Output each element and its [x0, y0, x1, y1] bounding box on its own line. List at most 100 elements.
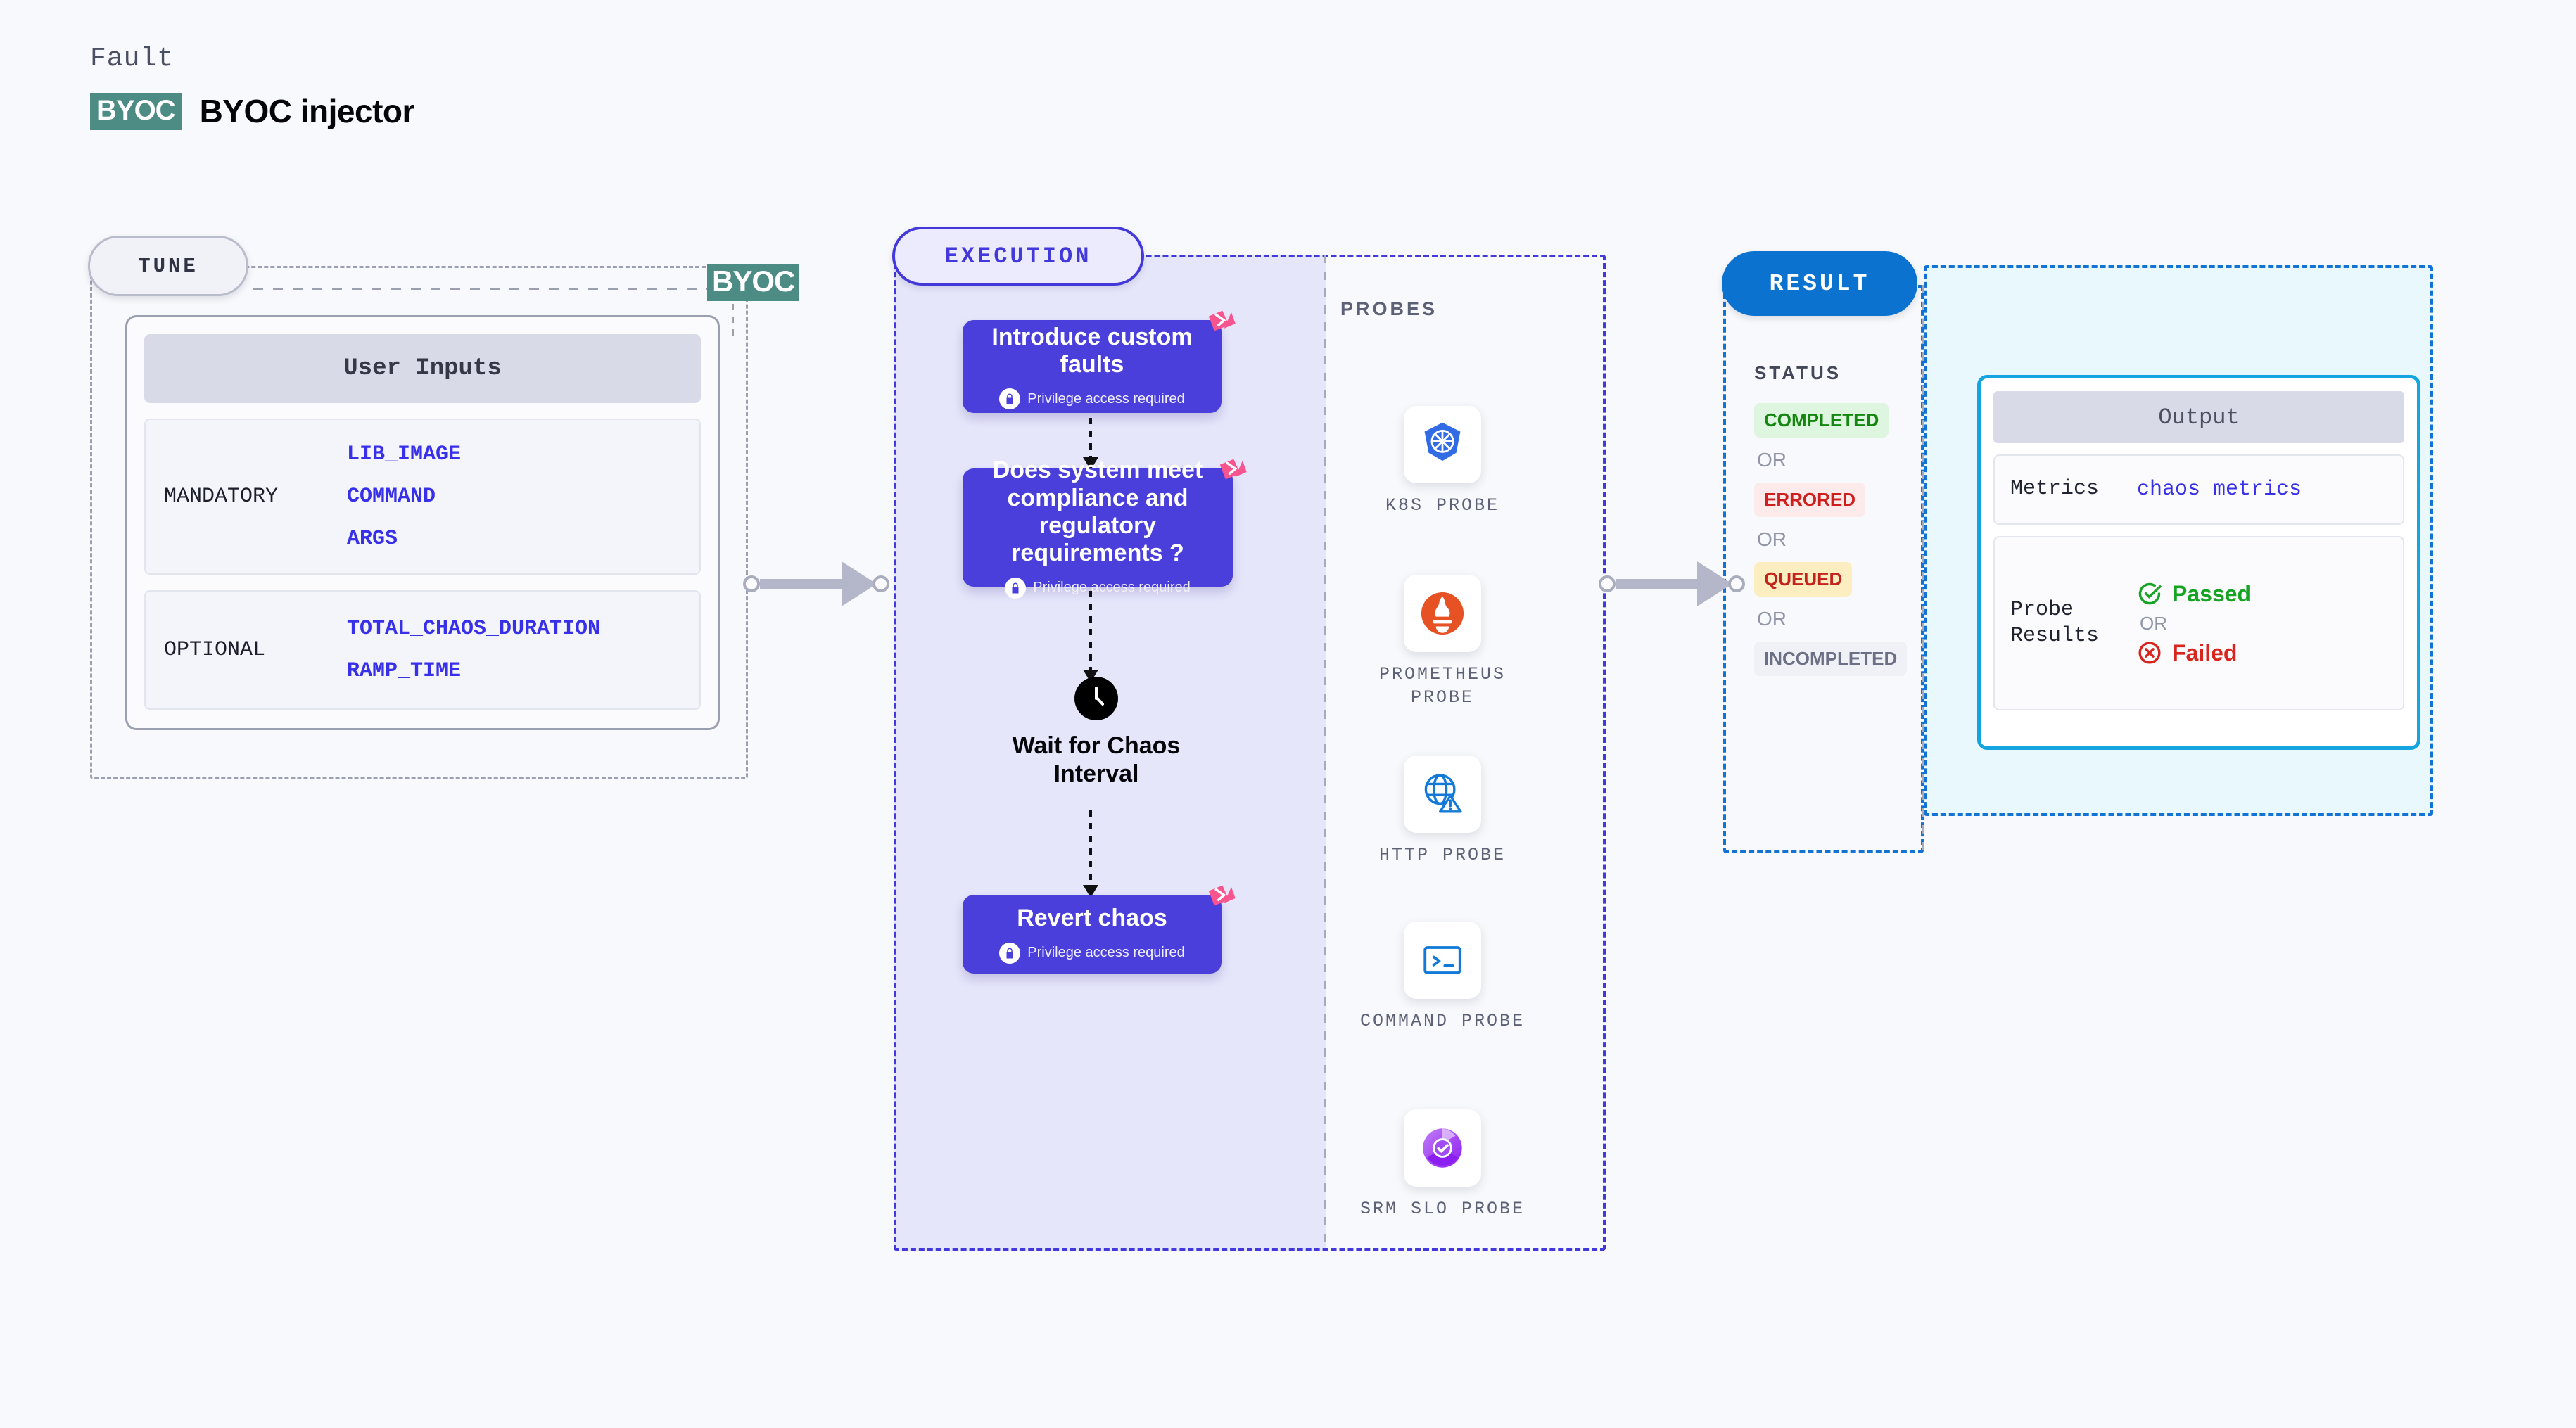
- byoc-badge: BYOC: [90, 92, 182, 130]
- flow-card-title: Introduce custom faults: [991, 323, 1193, 378]
- status-or-3: OR: [1757, 608, 1787, 630]
- optional-label: OPTIONAL: [164, 638, 266, 662]
- connector-start-dot: [743, 575, 760, 592]
- user-inputs-card: User Inputs MANDATORY LIB_IMAGE COMMAND …: [125, 315, 720, 730]
- lock-icon: [999, 942, 1021, 964]
- probe-results-key-label: Probe Results: [2010, 597, 2100, 649]
- user-inputs-title: User Inputs: [144, 334, 701, 403]
- flow-arrow-2: [1083, 591, 1098, 682]
- page-header: Fault BYOC BYOC injector: [90, 44, 414, 130]
- harness-marker-icon: [1205, 307, 1237, 343]
- execution-probes-divider: [1324, 255, 1326, 1251]
- probe-item-command[interactable]: COMMAND PROBE: [1351, 922, 1534, 1033]
- optional-params-block: OPTIONAL TOTAL_CHAOS_DURATION RAMP_TIME: [144, 590, 701, 710]
- probe-item-http[interactable]: HTTP PROBE: [1351, 756, 1534, 867]
- flow-card-revert-chaos[interactable]: Revert chaos Privilege access required: [963, 885, 1236, 974]
- execution-dashed-border: [894, 255, 1606, 1251]
- privilege-note: Privilege access required: [1005, 577, 1191, 599]
- byoc-connector-stem: [732, 304, 734, 336]
- status-section-title: STATUS: [1754, 362, 1842, 383]
- wait-for-chaos-interval-node: Wait for Chaos Interval: [998, 677, 1195, 788]
- output-card: Output Metrics chaos metrics Probe Resul…: [1977, 375, 2420, 750]
- tune-stage: TUNE User Inputs MANDATORY LIB_IMAGE COM…: [88, 236, 748, 779]
- tune-top-dashed-line: [253, 288, 707, 290]
- lock-icon: [999, 388, 1021, 410]
- probe-result-passed: Passed: [2137, 581, 2251, 607]
- probe-item-k8s[interactable]: K8S PROBE: [1351, 406, 1534, 518]
- status-badge-completed: COMPLETED: [1754, 403, 1889, 438]
- output-card-title: Output: [1993, 391, 2404, 443]
- status-badge-queued: QUEUED: [1754, 562, 1853, 597]
- privilege-note-label: Privilege access required: [1027, 945, 1185, 961]
- status-or-1: OR: [1757, 449, 1787, 471]
- status-badge-incompleted: INCOMPLETED: [1754, 642, 1908, 676]
- connector-arrowhead: [842, 561, 877, 606]
- flow-card-compliance-check[interactable]: Does system meet compliance and regulato…: [963, 457, 1247, 599]
- passed-label: Passed: [2172, 580, 2252, 606]
- output-row-probe-results: Probe Results Passed OR Failed: [1993, 536, 2404, 710]
- probes-section-title: PROBES: [1340, 298, 1438, 319]
- probe-result-failed: Failed: [2137, 640, 2251, 666]
- probe-label: SRM SLO PROBE: [1359, 1199, 1525, 1219]
- connector-execution-to-result: [1599, 559, 1750, 608]
- connector-shaft: [760, 579, 843, 589]
- probe-item-srm-slo[interactable]: SRM SLO PROBE: [1351, 1109, 1534, 1221]
- param-ramp-time[interactable]: RAMP_TIME: [347, 659, 462, 683]
- result-stage-pill[interactable]: RESULT: [1722, 251, 1917, 316]
- connector-tune-to-execution: [743, 559, 894, 608]
- metrics-value[interactable]: chaos metrics: [2137, 478, 2302, 502]
- result-inner-divider: [1922, 285, 1924, 853]
- http-globe-icon: [1404, 756, 1481, 833]
- param-lib-image[interactable]: LIB_IMAGE: [347, 442, 462, 466]
- byoc-line-badge: BYOC: [707, 264, 800, 301]
- probe-result-or: OR: [2140, 612, 2167, 634]
- connector-start-dot: [1599, 575, 1616, 592]
- execution-flow-background: [894, 255, 1326, 1251]
- connector-end-dot: [1728, 575, 1745, 592]
- execution-stage-pill[interactable]: EXECUTION: [892, 227, 1144, 286]
- flow-arrow-3: [1083, 810, 1098, 898]
- connector-end-dot: [873, 575, 889, 592]
- flow-card-title: Does system meet compliance and regulato…: [992, 457, 1203, 567]
- clock-icon: [1074, 677, 1118, 720]
- probe-item-prometheus[interactable]: PROMETHEUS PROBE: [1351, 575, 1534, 709]
- param-total-chaos-duration[interactable]: TOTAL_CHAOS_DURATION: [347, 617, 601, 641]
- x-circle-icon: [2138, 642, 2161, 664]
- flow-arrow-1: [1083, 418, 1098, 470]
- mandatory-params-block: MANDATORY LIB_IMAGE COMMAND ARGS: [144, 419, 701, 575]
- status-list: COMPLETED OR ERRORED OR QUEUED OR INCOMP…: [1754, 403, 1908, 676]
- status-or-2: OR: [1757, 528, 1787, 550]
- output-row-metrics: Metrics chaos metrics: [1993, 454, 2404, 525]
- prometheus-icon: [1404, 575, 1481, 652]
- probe-label: K8S PROBE: [1385, 495, 1500, 516]
- probe-label: PROMETHEUS PROBE: [1378, 664, 1506, 708]
- probe-results-values: Passed OR Failed: [2137, 581, 2251, 666]
- connector-arrowhead: [1697, 561, 1732, 606]
- check-circle-icon: [2138, 582, 2162, 605]
- probe-label: HTTP PROBE: [1378, 845, 1506, 865]
- harness-marker-icon: [1216, 456, 1248, 492]
- privilege-note-label: Privilege access required: [1033, 580, 1191, 596]
- connector-shaft: [1616, 579, 1699, 589]
- tune-stage-pill[interactable]: TUNE: [88, 236, 248, 296]
- tune-dashed-border: [90, 266, 748, 779]
- terminal-icon: [1404, 922, 1481, 999]
- flow-card-introduce-custom-faults[interactable]: Introduce custom faults Privilege access…: [963, 310, 1236, 413]
- wait-node-label: Wait for Chaos Interval: [1012, 732, 1181, 788]
- fault-kicker: Fault: [90, 44, 175, 74]
- execution-stage: EXECUTION Introduce custom faults Privil…: [892, 227, 1606, 1251]
- mandatory-values: LIB_IMAGE COMMAND ARGS: [347, 442, 461, 551]
- metrics-key-label: Metrics: [2010, 477, 2100, 502]
- probe-label: COMMAND PROBE: [1359, 1011, 1525, 1031]
- param-args[interactable]: ARGS: [347, 527, 398, 551]
- flow-card-title: Revert chaos: [1017, 905, 1167, 932]
- privilege-note: Privilege access required: [999, 942, 1185, 964]
- privilege-note: Privilege access required: [999, 388, 1185, 410]
- param-command[interactable]: COMMAND: [347, 485, 436, 509]
- harness-marker-icon: [1205, 882, 1237, 918]
- srm-slo-icon: [1404, 1109, 1481, 1187]
- page-title: BYOC injector: [199, 93, 415, 129]
- status-badge-errored: ERRORED: [1754, 483, 1866, 517]
- title-row: BYOC BYOC injector: [90, 92, 414, 130]
- mandatory-label: MANDATORY: [164, 485, 279, 509]
